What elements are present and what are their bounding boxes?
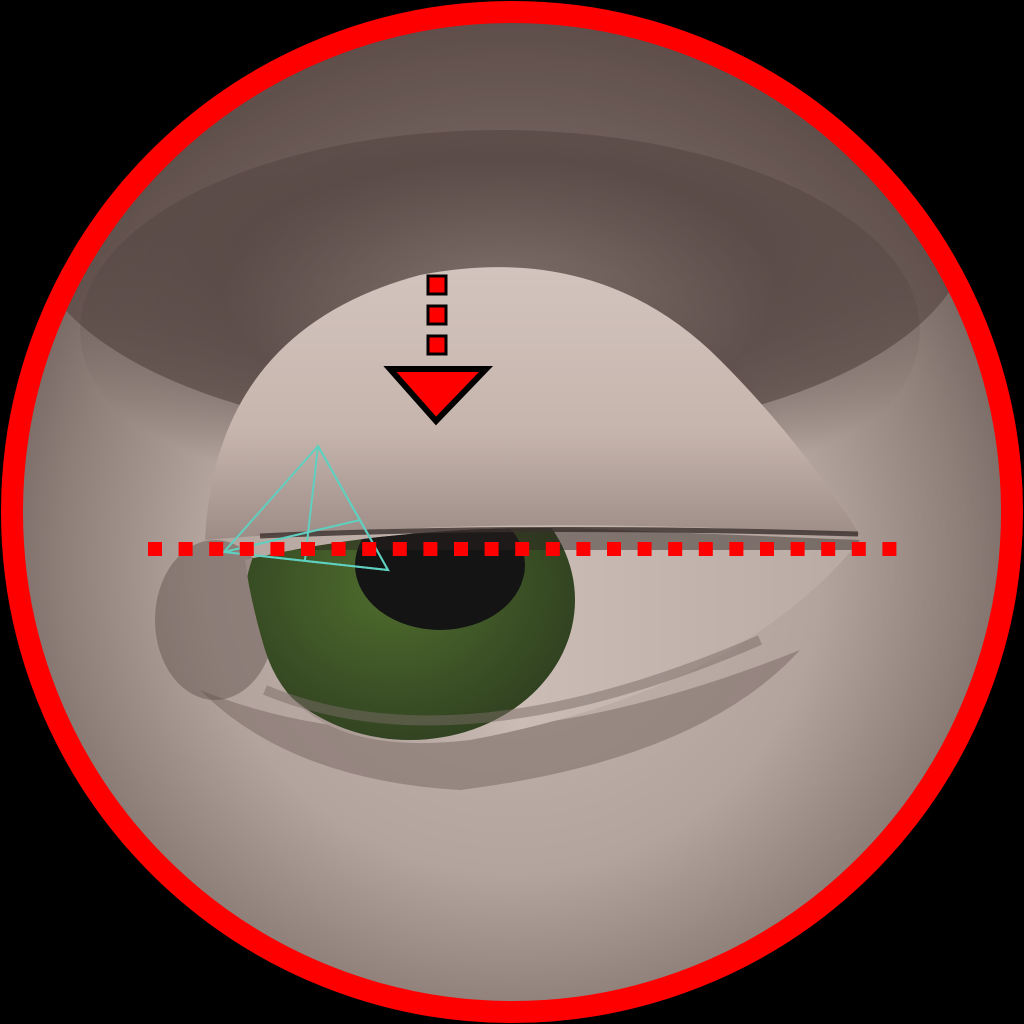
- upper-eyelid: [205, 267, 860, 540]
- down-arrow-icon[interactable]: [383, 274, 494, 426]
- guide-dot: [851, 542, 866, 556]
- guide-dot: [148, 542, 162, 556]
- guide-dot: [515, 542, 530, 556]
- guide-dot: [790, 542, 805, 556]
- guide-dot: [423, 542, 438, 556]
- guide-dot: [209, 542, 224, 556]
- guide-dot: [545, 542, 560, 556]
- guide-dot: [454, 542, 468, 556]
- guide-dot: [178, 542, 193, 556]
- guide-dot: [331, 542, 346, 556]
- guide-dot: [392, 542, 407, 556]
- guide-dot: [576, 542, 591, 556]
- guide-dot: [607, 542, 621, 556]
- guide-dot: [362, 542, 377, 556]
- guide-dot: [760, 542, 774, 556]
- dotted-guide-line-icon: [148, 542, 897, 556]
- guide-dot: [239, 542, 254, 556]
- guide-dot: [729, 542, 744, 556]
- guide-dot: [301, 542, 315, 556]
- guide-dot: [484, 542, 499, 556]
- guide-dot: [637, 542, 652, 556]
- guide-dot: [882, 542, 897, 556]
- guide-dot: [698, 542, 713, 556]
- pyramid-gizmo-icon[interactable]: [221, 444, 390, 572]
- guide-dot: [821, 542, 836, 556]
- guide-dot: [270, 542, 285, 556]
- guide-dot: [668, 542, 683, 556]
